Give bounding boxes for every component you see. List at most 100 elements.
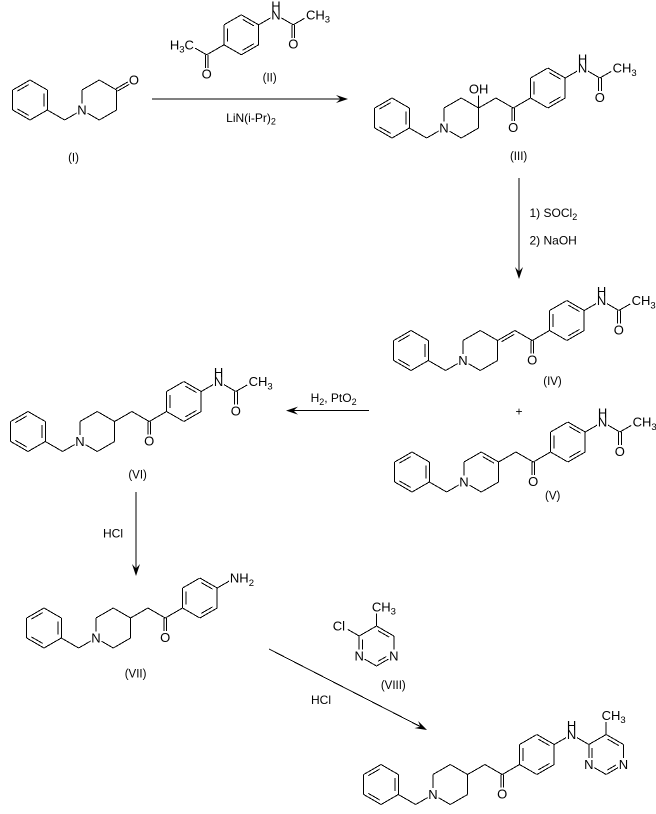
bond-line bbox=[206, 44, 225, 56]
label-text: O bbox=[202, 67, 212, 82]
bond-line bbox=[607, 424, 621, 433]
atom-label: N bbox=[458, 353, 467, 368]
structure-IV-index-label: (IV) bbox=[543, 376, 562, 388]
bond-line bbox=[514, 330, 533, 341]
label-subscript: 2 bbox=[572, 212, 577, 222]
label-text: H bbox=[578, 51, 587, 66]
bond-line bbox=[113, 637, 131, 649]
atom-label: O bbox=[288, 37, 298, 52]
label-text: H bbox=[597, 284, 606, 299]
bond-line bbox=[618, 303, 631, 311]
bond-line bbox=[415, 797, 428, 805]
bond-line bbox=[584, 424, 598, 433]
label-text: N bbox=[584, 757, 593, 772]
bond-line bbox=[498, 451, 517, 463]
label-text: N bbox=[77, 103, 86, 118]
bond-line bbox=[495, 97, 514, 109]
bond-line bbox=[10, 441, 29, 452]
bond-line bbox=[347, 628, 360, 637]
bond-line bbox=[380, 764, 399, 775]
bond-line bbox=[147, 607, 166, 619]
atom-label: O bbox=[497, 786, 507, 801]
label-text: H bbox=[311, 391, 320, 405]
bond-line bbox=[27, 411, 46, 422]
bond-line bbox=[12, 109, 31, 121]
bond-line bbox=[117, 83, 130, 92]
bond-line bbox=[29, 79, 48, 91]
label-subscript: 3 bbox=[651, 422, 656, 433]
bond-line bbox=[62, 444, 75, 452]
bond-line bbox=[43, 607, 62, 619]
bond-line bbox=[47, 109, 65, 121]
bond-line bbox=[377, 630, 390, 638]
bond-line bbox=[426, 130, 439, 139]
bond-line bbox=[293, 17, 305, 26]
bond-line bbox=[391, 97, 410, 109]
atom-label: CH3 bbox=[633, 415, 656, 433]
bond-line bbox=[566, 330, 585, 341]
bond-line bbox=[410, 330, 429, 341]
bond-line bbox=[393, 360, 412, 371]
bond-line bbox=[536, 734, 555, 745]
bond-line bbox=[78, 640, 91, 649]
bond-line bbox=[568, 304, 580, 313]
bond-line bbox=[568, 328, 580, 337]
bond-line bbox=[377, 656, 387, 662]
bond-line bbox=[81, 79, 100, 91]
bond-line bbox=[379, 126, 391, 134]
label-text: O bbox=[231, 403, 241, 418]
label-text: CH bbox=[249, 374, 268, 389]
bond-line bbox=[536, 764, 555, 775]
atom-label: CH3 bbox=[306, 7, 330, 25]
bond-line bbox=[17, 108, 29, 116]
atom-label: N bbox=[75, 434, 84, 449]
label-text: N bbox=[459, 475, 468, 490]
bond-line bbox=[99, 79, 117, 91]
bond-line bbox=[363, 764, 382, 775]
bond-line bbox=[29, 109, 48, 121]
bond-line bbox=[607, 738, 620, 747]
bond-line bbox=[166, 411, 185, 422]
atom-label: N bbox=[597, 293, 606, 308]
atom-label: N bbox=[584, 757, 593, 772]
label-text: H bbox=[271, 0, 280, 13]
bond-line bbox=[438, 797, 451, 805]
bond-line bbox=[501, 764, 520, 775]
bond-line bbox=[619, 424, 632, 433]
label-text: N bbox=[439, 121, 448, 136]
atom-label: O bbox=[129, 73, 139, 88]
bond-line bbox=[235, 384, 248, 392]
bond-line bbox=[399, 456, 411, 464]
bond-line bbox=[194, 47, 207, 56]
bond-line bbox=[605, 734, 624, 745]
atom-label: N bbox=[619, 757, 628, 772]
bond-line bbox=[480, 360, 498, 371]
bond-line bbox=[281, 17, 294, 26]
label-text: NH bbox=[230, 571, 249, 586]
atom-label: OH bbox=[469, 81, 489, 96]
bond-line bbox=[512, 97, 531, 109]
label-subscript: 2 bbox=[249, 578, 254, 589]
structure-V-index-label: (V) bbox=[545, 491, 561, 503]
atom-label: CH3 bbox=[602, 708, 626, 726]
bond-line bbox=[15, 439, 27, 448]
label-text: HCl bbox=[103, 526, 123, 540]
label-text: Cl bbox=[333, 619, 345, 634]
label-text: 1) SOCl bbox=[530, 206, 573, 220]
bond-line bbox=[113, 607, 131, 619]
bond-line bbox=[480, 330, 498, 341]
bond-line bbox=[61, 637, 79, 649]
label-text: H bbox=[170, 37, 179, 52]
bond-line bbox=[182, 607, 201, 619]
label-text: O bbox=[160, 630, 170, 645]
atom-label: H bbox=[271, 0, 280, 13]
bond-line bbox=[432, 764, 451, 775]
bond-line bbox=[241, 44, 259, 56]
label-text: CH bbox=[602, 708, 621, 723]
atom-label: N bbox=[91, 631, 100, 646]
bond-line bbox=[115, 81, 129, 90]
bond-line bbox=[201, 606, 213, 614]
